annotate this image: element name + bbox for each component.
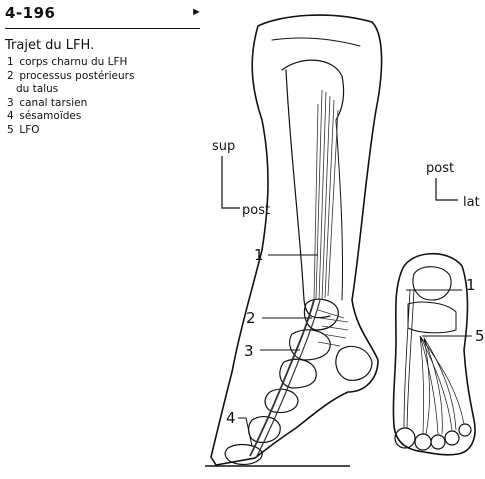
- leg-label-1: 1: [254, 246, 264, 264]
- orient-post-label: post: [242, 203, 270, 218]
- leg-label-2: 2: [246, 309, 256, 327]
- orient-lat-label: lat: [463, 195, 480, 210]
- foot-label-1: 1: [466, 276, 476, 294]
- leg-outline: [211, 15, 382, 465]
- foot-label-5: 5: [475, 327, 485, 345]
- leg-label-3: 3: [244, 342, 254, 360]
- orient-post-foot-label: post: [426, 161, 454, 176]
- leg-orientation: [222, 156, 240, 208]
- foot-orientation: [436, 178, 458, 200]
- leg-label-4: 4: [226, 409, 236, 427]
- orient-sup-label: sup: [212, 139, 235, 154]
- foot-plantar-view: [393, 254, 475, 455]
